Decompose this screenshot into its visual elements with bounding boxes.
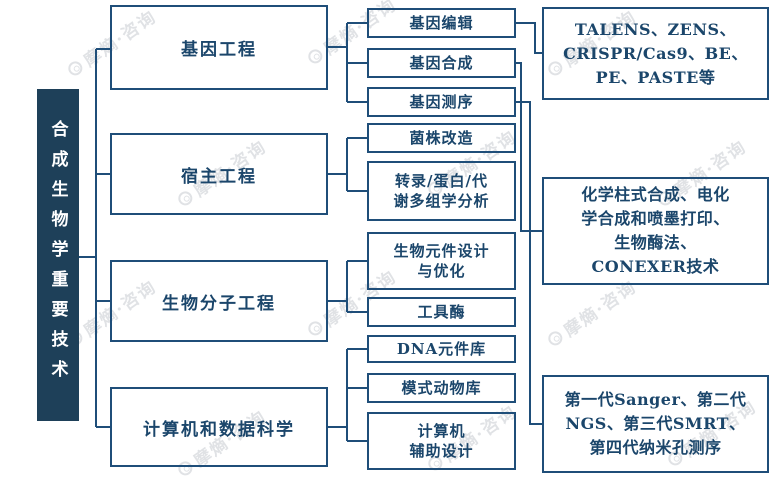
gene-sequencing-annotation-connector	[516, 101, 542, 425]
child-label: DNA元件库	[396, 339, 487, 358]
gene-engineering-bracket	[328, 22, 367, 103]
branch-computer-data-science: 计算机和数据科学	[110, 387, 328, 467]
child-label: 生物元件设计 与优化	[393, 241, 490, 280]
child-model-animal-library: 模式动物库	[367, 373, 516, 403]
branch-label: 基因工程	[181, 40, 257, 60]
annotation-gene-synthesis-technologies: 化学柱式合成、电化 学合成和喷墨打印、 生物酶法、 CONEXER技术	[542, 177, 769, 285]
annotation-gene-editing-technologies: TALENS、ZENS、 CRISPR/Cas9、BE、 PE、PASTE等	[542, 7, 769, 100]
branch-gene-engineering: 基因工程	[110, 5, 328, 90]
child-label: 基因编辑	[409, 13, 474, 32]
child-label: 基因测序	[409, 92, 474, 111]
child-label: 转录/蛋白/代 谢多组学分析	[393, 171, 490, 210]
root-node-synthetic-biology-key-technologies: 合成生物学重要技术	[37, 89, 79, 421]
annotation-text: 化学柱式合成、电化 学合成和喷墨打印、 生物酶法、 CONEXER技术	[581, 185, 730, 276]
child-label: 模式动物库	[401, 378, 482, 397]
child-label: 菌株改造	[409, 128, 474, 147]
child-multi-omics-analysis: 转录/蛋白/代 谢多组学分析	[367, 161, 516, 221]
branch-label: 生物分子工程	[162, 293, 276, 314]
child-label: 工具酶	[417, 302, 466, 321]
branch-label: 宿主工程	[181, 166, 257, 187]
branch-label: 计算机和数据科学	[143, 419, 295, 440]
child-dna-component-library: DNA元件库	[367, 335, 516, 363]
child-tool-enzymes: 工具酶	[367, 297, 516, 327]
child-strain-modification: 菌株改造	[367, 123, 516, 153]
root-node-label: 合成生物学重要技术	[47, 120, 68, 390]
branch-biomolecule-engineering: 生物分子工程	[110, 260, 328, 342]
child-gene-sequencing: 基因测序	[367, 87, 516, 117]
gene-synthesis-annotation-connector	[516, 62, 542, 232]
child-label: 计算机 辅助设计	[409, 421, 474, 460]
branch-host-engineering: 宿主工程	[110, 133, 328, 215]
annotation-text: 第一代Sanger、第二代 NGS、第三代SMRT、 第四代纳米孔测序	[564, 390, 747, 457]
child-label: 基因合成	[409, 53, 474, 72]
root-spine-connector	[79, 48, 110, 428]
child-gene-editing: 基因编辑	[367, 8, 516, 38]
child-computer-aided-design: 计算机 辅助设计	[367, 412, 516, 470]
child-bio-component-design: 生物元件设计 与优化	[367, 232, 516, 290]
annotation-text: TALENS、ZENS、 CRISPR/Cas9、BE、 PE、PASTE等	[563, 19, 748, 87]
annotation-gene-sequencing-technologies: 第一代Sanger、第二代 NGS、第三代SMRT、 第四代纳米孔测序	[542, 375, 769, 473]
biomolecule-engineering-bracket	[328, 260, 367, 313]
gene-editing-annotation-connector	[516, 22, 542, 54]
host-engineering-bracket	[328, 137, 367, 192]
child-gene-synthesis: 基因合成	[367, 48, 516, 78]
computer-data-science-bracket	[328, 348, 367, 442]
